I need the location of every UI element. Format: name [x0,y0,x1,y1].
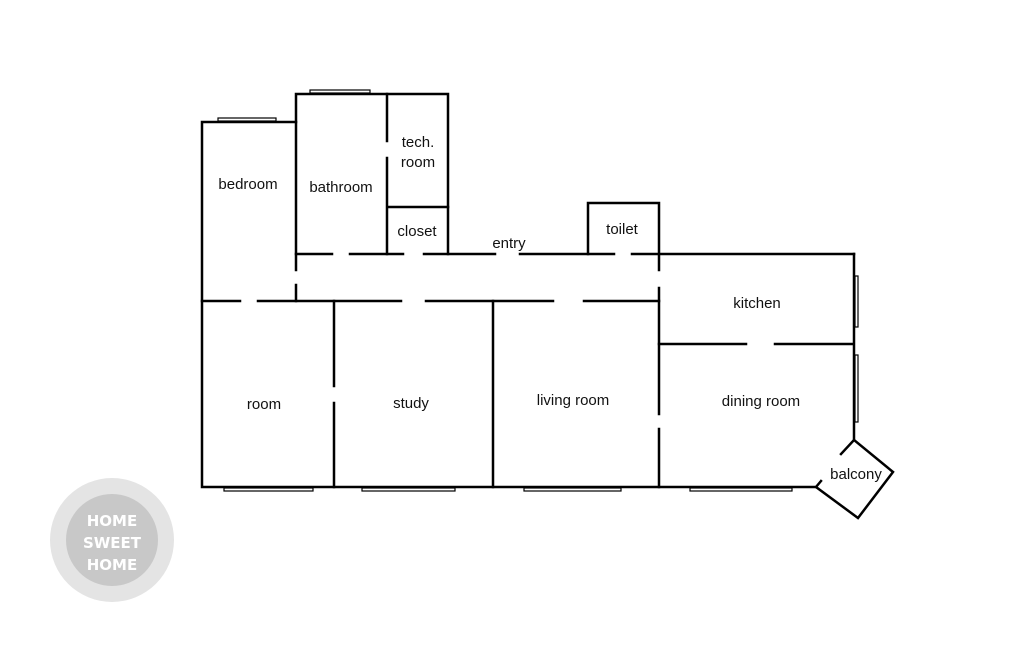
logo-line1: HOME [87,512,137,530]
label-entry: entry [492,235,526,252]
window [217,117,277,122]
window [223,487,314,492]
walls [200,92,895,520]
logo-line2: SWEET [83,534,142,552]
home-sweet-home-logo: HOME SWEET HOME [50,478,174,602]
label-study: study [393,395,429,412]
logo-line3: HOME [87,556,137,574]
label-room: room [247,396,281,413]
label-bedroom: bedroom [218,176,277,193]
window [523,487,622,492]
window [689,487,793,492]
label-toilet: toilet [606,221,639,238]
room-labels: bedroom bathroom tech. room closet entry… [218,134,882,483]
label-tech-room-1: tech. [402,134,435,151]
window [854,275,859,328]
window [309,89,371,94]
label-living-room: living room [537,392,610,409]
window [361,487,456,492]
label-dining-room: dining room [722,393,800,410]
label-closet: closet [397,223,437,240]
label-kitchen: kitchen [733,295,781,312]
windows [217,89,859,492]
label-tech-room-2: room [401,154,435,171]
label-balcony: balcony [830,466,882,483]
label-bathroom: bathroom [309,179,372,196]
window [854,354,859,423]
